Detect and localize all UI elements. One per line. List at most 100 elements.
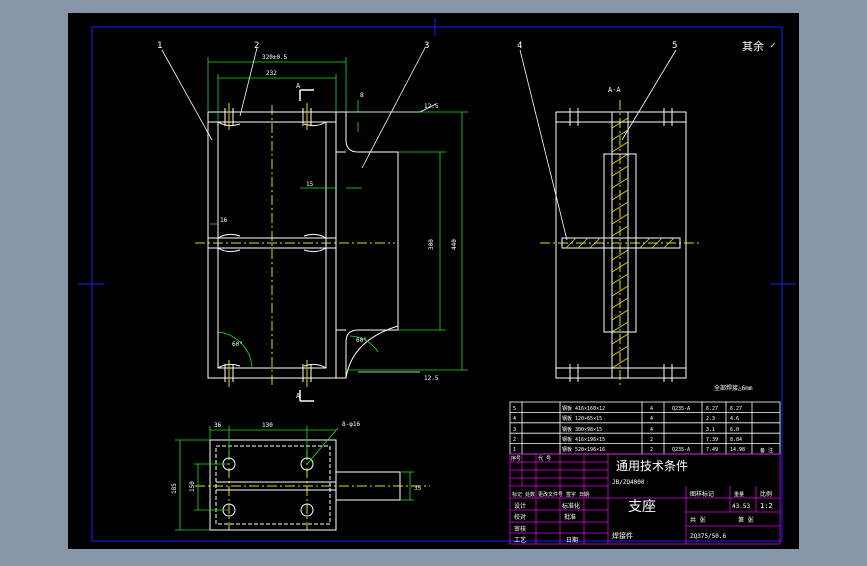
dim-roughness-top: 12.5 [424,103,439,110]
bom-header-row: 序号 代 号 名 称 数量 单件 总计 备 注 [511,447,773,462]
bom-row-unit: 7.39 [706,437,718,443]
weight-label: 重量 [734,491,744,498]
front-hole-centers [228,103,308,387]
bom-row-name: 钢板 416×160×12 [562,405,605,412]
section-label-top: A [296,82,301,90]
front-section-marks [299,89,314,402]
bom-row-name: 钢板 120×65×15 [562,415,602,422]
bom-row-total: 4.6 [730,416,739,422]
scale-value: 1:2 [760,502,773,510]
bom-row-name: 钢板 300×98×15 [562,426,602,433]
std-check: 标准化 [562,502,580,510]
bom-row-qty: 2 [650,437,653,443]
front-centerlines [195,105,395,388]
bom-row-total: 6.27 [730,406,742,412]
bom-row-name: 钢板 520×196×16 [562,446,605,453]
material-type: 焊接件 [612,531,633,540]
bom-row-no: 3 [513,427,516,433]
tech-conditions: 通用技术条件 [616,459,688,473]
section-label-side: A-A [608,86,621,94]
bom-row-qty: 4 [650,427,653,433]
bom-grid [509,401,781,455]
bom-header-no: 序号 [511,455,521,462]
stage-label: 图样标记 [690,490,714,498]
bom-header-remark: 备 注 [760,447,773,454]
weight-value: 43.53 [732,503,750,510]
plan-dimension-texts: 36 130 8-φ16 185 150 35 [171,421,422,494]
bom-row-mat: Q235-A [672,447,690,453]
bom-row-qty: 4 [650,416,653,422]
front-dimension-lines [207,57,468,371]
side-hatching [565,117,675,369]
bom-row-mat: Q235-A [672,406,690,412]
row-process: 工艺 [514,536,526,544]
part-number-5: 5 [672,41,677,51]
dim-rib-15: 15 [306,181,314,188]
bom-row-no: 1 [513,447,516,453]
dim-rib-16: 16 [220,217,228,224]
revision-header: 标记 处数 更改文件号 签字 日期 [512,491,589,498]
dim-plan-holes: 8-φ16 [342,421,360,428]
part-leaders [161,47,677,373]
bom-row-total: 6.0 [730,427,739,433]
bom-row-name: 钢板 416×196×15 [562,436,605,443]
part-number-1: 1 [157,41,162,51]
dim-overall-width: 320±0.5 [262,54,288,61]
row-design: 设计 [514,502,526,510]
drawing-sheet [68,13,799,549]
approve: 批准 [564,513,576,521]
title-grid [509,453,781,545]
bom-row-unit: 7.49 [706,447,718,453]
bom-row-qty: 2 [650,447,653,453]
dim-plan-36: 36 [214,422,222,429]
dim-inner-width: 232 [266,70,277,77]
dim-plan-35: 35 [414,485,422,492]
part-number-labels: 1 2 3 4 5 [157,41,677,51]
side-hole-marks [569,108,673,382]
bom-row-total: 14.98 [730,447,745,453]
dim-plan-185: 185 [171,483,178,494]
bom-row-no: 4 [513,416,516,422]
scale-label: 比例 [760,490,772,498]
section-label-bottom: A [296,392,301,400]
front-outline [207,111,399,379]
centering-marks [78,18,796,285]
section-view-aa: A-A [540,86,700,388]
dim-angle-right: 60° [356,337,367,344]
dim-plan-150: 150 [189,481,196,492]
roughness-symbol: ✓ [770,41,775,51]
front-dimension-texts: 320±0.5 232 8 12.5 300 440 15 16 60° 60°… [220,54,458,382]
bom-header-code: 代 号 [538,455,551,462]
row-review: 审核 [514,525,526,533]
sheets-label: 共 张 [690,516,706,524]
plan-outline [209,439,401,531]
drawing-number: ZQ375/50.6 [690,533,727,540]
row-check: 校对 [514,513,526,521]
part-name: 支座 [628,499,656,515]
bom-row-unit: 6.27 [706,406,718,412]
part-number-3: 3 [424,41,429,51]
bom-row-unit: 2.3 [706,416,715,422]
sheet-no-label: 第 张 [738,516,754,524]
title-block: 5 钢板 416×160×12 4 Q235-A 6.27 6.27 4 钢板 … [509,401,781,545]
title-texts: 通用技术条件 JB/ZQ4000 标记 处数 更改文件号 签字 日期 设计 校对… [512,459,773,544]
bom-rows: 5 钢板 416×160×12 4 Q235-A 6.27 6.27 4 钢板 … [513,405,745,453]
bom-row-no: 2 [513,437,516,443]
side-centerlines [540,100,700,388]
corner-roughness-note: 其余 [742,39,764,53]
dim-plan-130: 130 [262,422,273,429]
part-number-4: 4 [517,41,522,51]
front-hole-marks [224,108,312,382]
plan-dimension-lines [175,426,414,531]
standard-code: JB/ZQ4000 [612,479,645,486]
bom-row-unit: 3.1 [706,427,715,433]
bom-row-no: 5 [513,406,516,412]
dim-plate-thickness: 8 [360,92,364,99]
dim-angle-left: 60° [232,341,243,348]
part-number-2: 2 [254,41,259,51]
plan-view: 36 130 8-φ16 185 150 35 [171,421,430,531]
front-view: A A [157,41,677,402]
bom-row-qty: 4 [650,406,653,412]
